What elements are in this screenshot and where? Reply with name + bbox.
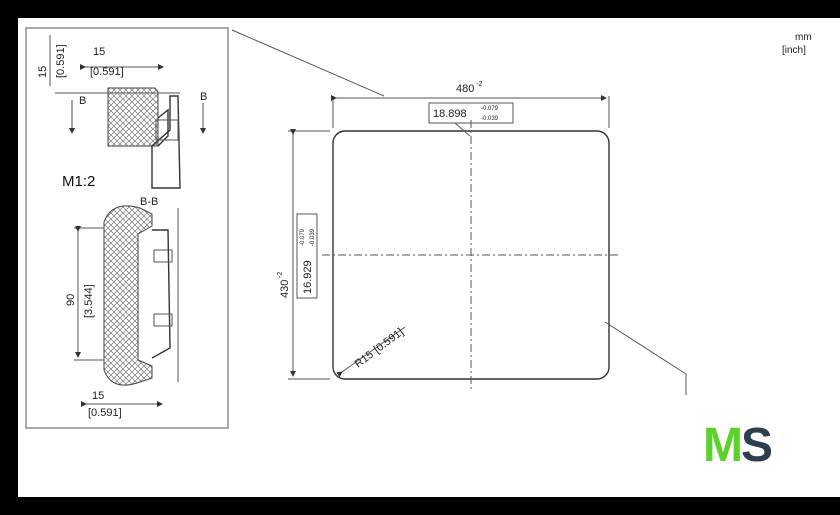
width-dim-inch-tol-upper: -0.079 [481, 106, 499, 112]
frame-bottom [0, 497, 840, 515]
height-dim-value: 430 [279, 280, 291, 298]
frame-top [0, 0, 840, 18]
detail-scale: M1:2 [62, 173, 95, 190]
detail-dim15-top-inch: [0.591] [90, 66, 124, 78]
width-dim-inch-tol-lower: -0.039 [481, 116, 499, 122]
main-plate-view: 480 -2 18.898 -0.079 -0.039 430 -2 16.92… [231, 29, 687, 398]
detail-view: 15 [0.591] 15 [0.591] B B M1:2 B-B [25, 27, 229, 429]
height-dim-inch-tol-upper: -0.079 [300, 228, 306, 246]
section-marker-left: B [79, 95, 86, 107]
section-marker-right: B [200, 91, 207, 103]
units-metric: mm [795, 32, 812, 43]
detail-dim90-inch: [3.544] [83, 284, 95, 318]
detail-leader-line [231, 29, 385, 97]
height-dim-tol: -2 [277, 272, 284, 278]
detail-dim15-left-inch: [0.591] [55, 44, 67, 78]
units-imperial: [inch] [782, 45, 806, 56]
detail-dim15-top: 15 [93, 46, 105, 58]
logo-letter-s: S [740, 418, 773, 472]
logo-letter-m: M [703, 418, 743, 472]
detail-dim15-bottom: 15 [92, 390, 104, 402]
detail-dim15-left: 15 [37, 66, 49, 78]
frame-left [0, 0, 18, 515]
radius-inch: [0.591] [372, 326, 406, 356]
height-dim-inch: 16.929 [302, 260, 314, 294]
detail-dim15-bottom-inch: [0.591] [88, 407, 122, 419]
detail-dim90: 90 [65, 294, 77, 306]
top-profile-hatch [107, 87, 159, 147]
section-profile-hatch [103, 205, 153, 386]
height-dim-inch-tol-lower: -0.039 [310, 228, 316, 246]
width-dim-tol: -2 [476, 81, 482, 88]
section-label: B-B [140, 196, 158, 208]
radius-value: R15 [353, 349, 376, 371]
width-dim-inch: 18.898 [433, 108, 467, 120]
corner-leader-line [604, 321, 687, 375]
width-dim-value: 480 [456, 83, 474, 95]
